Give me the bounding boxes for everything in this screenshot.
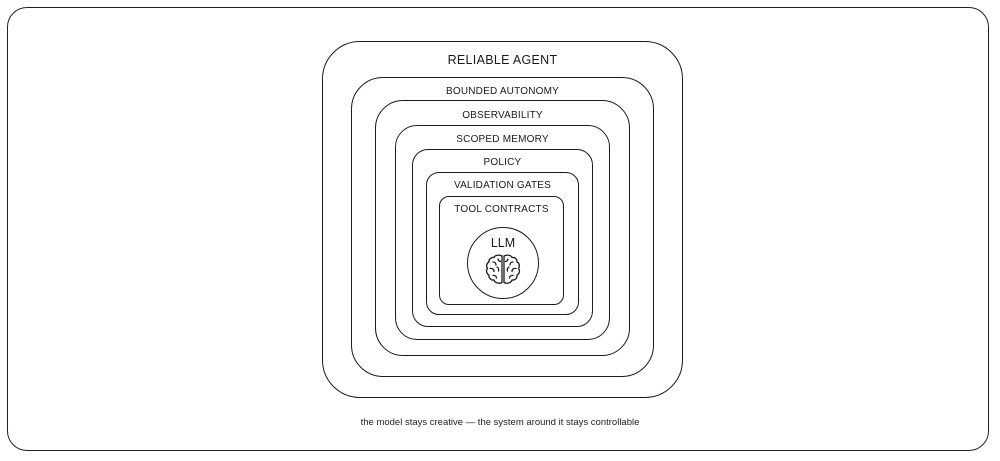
layer-label: POLICY — [483, 157, 522, 168]
layer-observability: OBSERVABILITY — [375, 100, 630, 356]
layer-label: OBSERVABILITY — [462, 110, 543, 121]
layer-reliable-agent: RELIABLE AGENT — [322, 41, 683, 398]
layer-tool-contracts: TOOL CONTRACTS — [439, 196, 564, 305]
layer-validation-gates: VALIDATION GATES — [426, 172, 579, 315]
layer-label: RELIABLE AGENT — [447, 53, 558, 67]
layer-policy: POLICY — [412, 149, 593, 327]
diagram-caption: the model stays creative — the system ar… — [360, 417, 640, 428]
layer-label: SCOPED MEMORY — [456, 134, 549, 145]
layer-label: VALIDATION GATES — [453, 180, 552, 191]
llm-core: LLM — [467, 227, 539, 299]
layer-bounded-autonomy: BOUNDED AUTONOMY — [351, 77, 654, 377]
layer-label: TOOL CONTRACTS — [454, 204, 549, 215]
layer-label: BOUNDED AUTONOMY — [445, 86, 560, 97]
layer-scoped-memory: SCOPED MEMORY — [395, 125, 610, 340]
llm-label: LLM — [490, 236, 516, 250]
brain-icon — [485, 254, 521, 284]
